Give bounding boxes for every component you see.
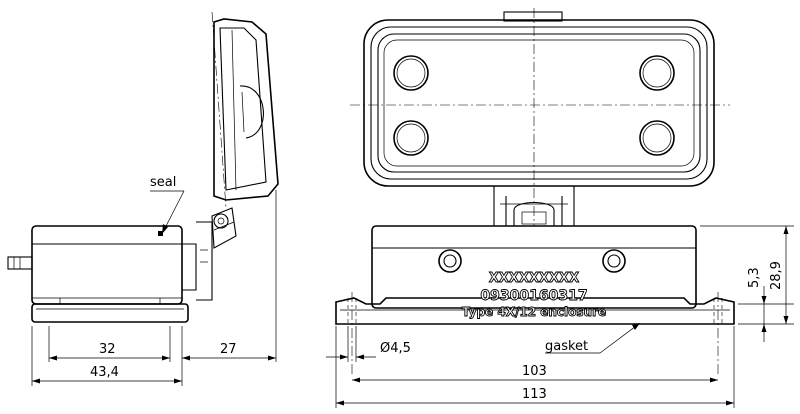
side-lid [213, 18, 279, 201]
marking-line1: XXXXXXXXX [489, 271, 579, 286]
gasket-callout: gasket [545, 323, 640, 354]
front-lid-outer [363, 19, 715, 187]
dim-28-9: 28,9 [769, 261, 784, 290]
gasket-label: gasket [545, 339, 588, 354]
marking-line2: 09300160317 [480, 288, 587, 304]
dim-27: 27 [220, 342, 237, 357]
front-housing-body [371, 225, 697, 309]
dim-hole: Ø4,5 [380, 341, 411, 356]
marking: XXXXXXXXX 09300160317 Type 4X/12 enclosu… [461, 271, 606, 320]
side-view [7, 11, 279, 323]
dim-5-3: 5,3 [747, 267, 762, 288]
dim-32: 32 [99, 342, 116, 357]
side-housing-body [31, 225, 183, 305]
dim-43-4: 43,4 [90, 365, 119, 380]
front-flange [335, 297, 735, 325]
side-base-flange [31, 303, 189, 323]
front-dimensions: Ø4,5 103 113 5,3 28,9 [326, 225, 794, 408]
dim-113: 113 [522, 387, 547, 402]
dim-103: 103 [522, 364, 547, 379]
seal-label: seal [150, 175, 176, 190]
front-view [335, 8, 735, 374]
marking-line3: Type 4X/12 enclosure [462, 305, 606, 319]
seal-callout: seal [150, 175, 185, 234]
side-dimensions: 32 43,4 27 [31, 190, 277, 386]
